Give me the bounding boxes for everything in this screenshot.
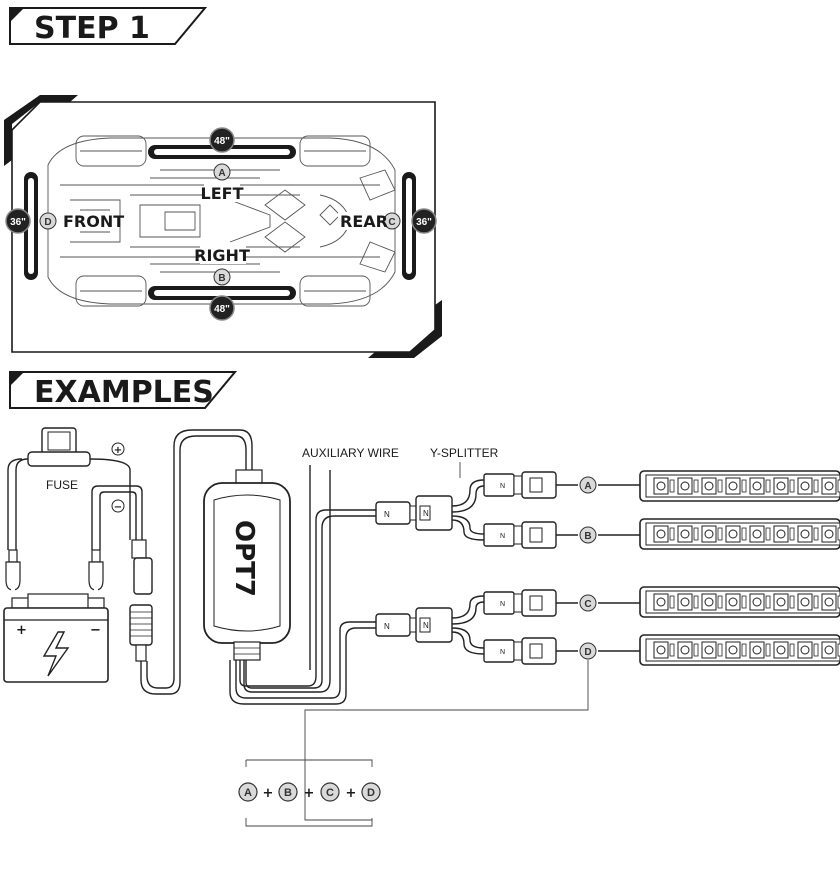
svg-text:48": 48" <box>214 136 230 147</box>
formula-term-a: A <box>238 782 258 802</box>
label-front: FRONT <box>62 212 124 231</box>
formula-plus-2: + <box>304 786 315 801</box>
y-splitter-bottom: N N <box>375 595 485 655</box>
output-connector-b: N B <box>483 521 640 549</box>
strip-a-letter: A <box>213 163 231 181</box>
svg-text:D: D <box>367 787 375 799</box>
svg-text:B: B <box>218 273 225 284</box>
svg-text:48": 48" <box>214 304 230 315</box>
formula-plus-1: + <box>263 786 274 801</box>
svg-text:A: A <box>218 168 225 179</box>
positive-ring-terminal <box>5 549 21 592</box>
svg-text:A: A <box>584 481 591 492</box>
y-splitter-top: N N <box>375 479 485 541</box>
svg-text:FRONT: FRONT <box>63 212 124 231</box>
formula-plus-3: + <box>346 786 357 801</box>
svg-text:B: B <box>584 531 591 542</box>
battery-plus: + <box>16 623 27 638</box>
y-splitter-label: Y-SPLITTER <box>430 446 499 460</box>
examples-heading: EXAMPLES <box>34 375 214 410</box>
svg-text:N: N <box>384 622 390 631</box>
led-strip-a <box>639 470 840 502</box>
svg-text:N: N <box>384 510 390 519</box>
svg-text:−: − <box>114 502 122 513</box>
auxiliary-wire-label: AUXILIARY WIRE <box>302 446 399 460</box>
svg-text:N: N <box>423 509 429 518</box>
output-connector-d: N D <box>483 637 640 665</box>
examples-banner: EXAMPLES <box>9 371 238 410</box>
svg-text:C: C <box>388 217 395 228</box>
svg-text:+: + <box>114 445 122 456</box>
strip-b-size-badge: 48" <box>209 295 235 321</box>
strip-d-letter: D <box>39 212 57 230</box>
led-strip-d <box>639 634 840 666</box>
svg-text:N: N <box>423 621 429 630</box>
strip-b-bar <box>148 286 296 300</box>
svg-text:C: C <box>584 599 591 610</box>
strip-d-size-badge: 36" <box>5 208 31 234</box>
svg-text:N: N <box>500 483 505 490</box>
led-strip-c <box>639 586 840 618</box>
svg-text:N: N <box>500 533 505 540</box>
output-connector-c: N C <box>483 589 640 617</box>
controller-box: OPT7 <box>203 469 291 661</box>
formula-term-c: C <box>320 782 340 802</box>
svg-text:36": 36" <box>10 217 26 228</box>
battery-minus: − <box>90 623 101 638</box>
fuse-icon <box>7 427 131 550</box>
svg-text:C: C <box>326 787 334 799</box>
strip-c-size-badge: 36" <box>411 208 437 234</box>
strip-c-bar <box>402 172 416 280</box>
strip-b-letter: B <box>213 268 231 286</box>
fuse-label: FUSE <box>46 478 78 492</box>
formula-term-d: D <box>361 782 381 802</box>
strip-a-size-badge: 48" <box>209 127 235 153</box>
output-connector-a: N A <box>483 471 640 499</box>
svg-text:36": 36" <box>416 217 432 228</box>
svg-text:REAR: REAR <box>340 212 388 231</box>
positive-symbol: + <box>111 442 125 456</box>
controller-brand-logo: OPT7 <box>229 520 259 597</box>
svg-text:A: A <box>244 787 252 799</box>
led-strip-b <box>639 518 840 550</box>
svg-text:N: N <box>500 649 505 656</box>
vehicle-diagram: 48" 48" 36" 36" A B D <box>4 95 442 358</box>
negative-ring-terminal <box>88 549 104 592</box>
label-left: LEFT <box>201 184 244 203</box>
step1-heading: STEP 1 <box>34 11 150 46</box>
step1-banner: STEP 1 <box>9 7 208 46</box>
power-barrel-plug <box>129 539 153 662</box>
label-right: RIGHT <box>194 246 250 265</box>
strip-c-letter: C <box>383 212 401 230</box>
formula: A + B + C + D <box>238 759 381 827</box>
svg-text:N: N <box>500 601 505 608</box>
svg-text:D: D <box>584 647 591 658</box>
svg-text:B: B <box>284 787 292 799</box>
svg-text:LEFT: LEFT <box>201 184 244 203</box>
svg-text:D: D <box>44 217 51 228</box>
wiring-diagram: FUSE + − <box>3 427 840 821</box>
battery-icon: + − <box>3 593 109 683</box>
svg-text:RIGHT: RIGHT <box>194 246 250 265</box>
label-rear: REAR <box>338 212 388 231</box>
formula-term-b: B <box>278 782 298 802</box>
strip-d-bar <box>24 172 38 280</box>
negative-symbol: − <box>111 499 125 513</box>
